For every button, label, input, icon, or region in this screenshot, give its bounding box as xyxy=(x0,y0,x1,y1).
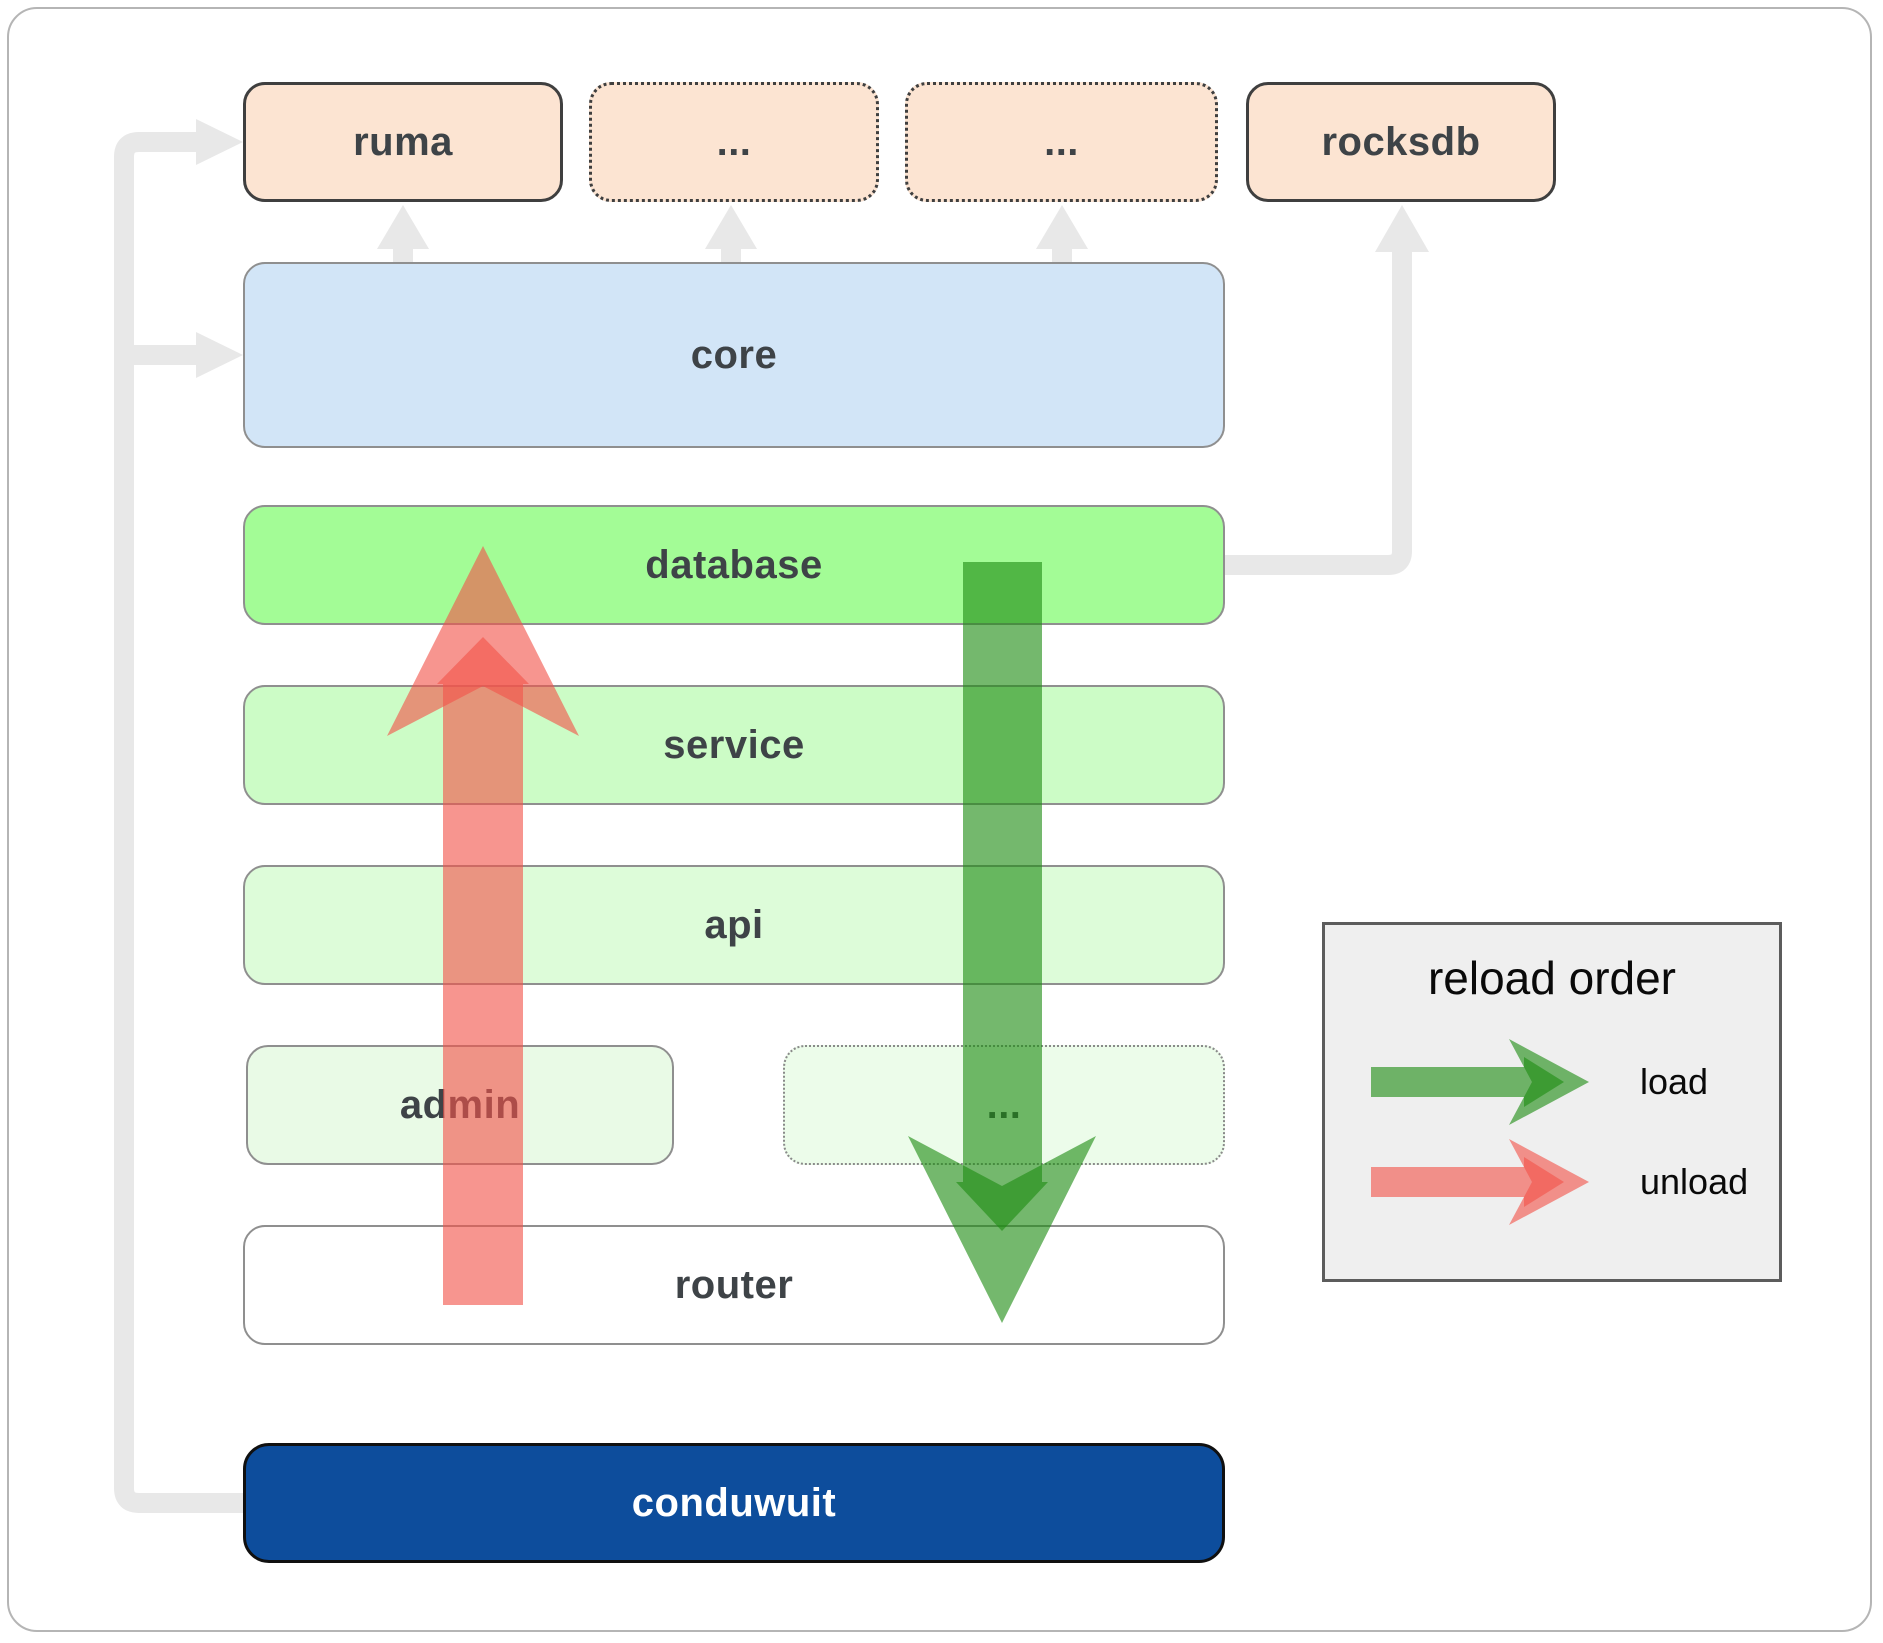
box-conduwuit-label: conduwuit xyxy=(631,1480,837,1525)
box-rocksdb: rocksdb xyxy=(1246,82,1556,202)
box-service-label: service xyxy=(663,722,805,767)
box-ruma: ruma xyxy=(243,82,563,202)
box-service: service xyxy=(243,685,1225,805)
legend-load-label: load xyxy=(1640,1061,1709,1102)
legend: reload order load unload xyxy=(1322,922,1782,1282)
box-router: router xyxy=(243,1225,1225,1345)
legend-title: reload order xyxy=(1427,952,1677,1004)
box-core: core xyxy=(243,262,1225,448)
box-crates-more-label: ... xyxy=(986,1082,1022,1127)
box-admin: admin xyxy=(246,1045,674,1165)
box-core-label: core xyxy=(690,332,778,377)
box-rocksdb-label: rocksdb xyxy=(1321,119,1481,164)
box-database-label: database xyxy=(645,542,823,587)
box-admin-label: admin xyxy=(399,1082,521,1127)
unload-arrow-icon xyxy=(1371,1139,1589,1225)
box-api: api xyxy=(243,865,1225,985)
box-dependency-more-1: ... xyxy=(589,82,879,202)
load-arrow-icon xyxy=(1371,1039,1589,1125)
box-conduwuit: conduwuit xyxy=(243,1443,1225,1563)
box-dependency-more-1-label: ... xyxy=(716,119,752,164)
box-dependency-more-2: ... xyxy=(905,82,1218,202)
legend-row-load: load xyxy=(1366,1037,1708,1127)
box-database: database xyxy=(243,505,1225,625)
box-crates-more: ... xyxy=(783,1045,1225,1165)
box-router-label: router xyxy=(674,1262,794,1307)
box-dependency-more-2-label: ... xyxy=(1044,119,1079,164)
page-border xyxy=(7,7,1872,1632)
box-api-label: api xyxy=(704,902,764,947)
box-ruma-label: ruma xyxy=(353,119,453,164)
legend-row-unload: unload xyxy=(1366,1137,1748,1227)
legend-unload-label: unload xyxy=(1640,1161,1749,1202)
